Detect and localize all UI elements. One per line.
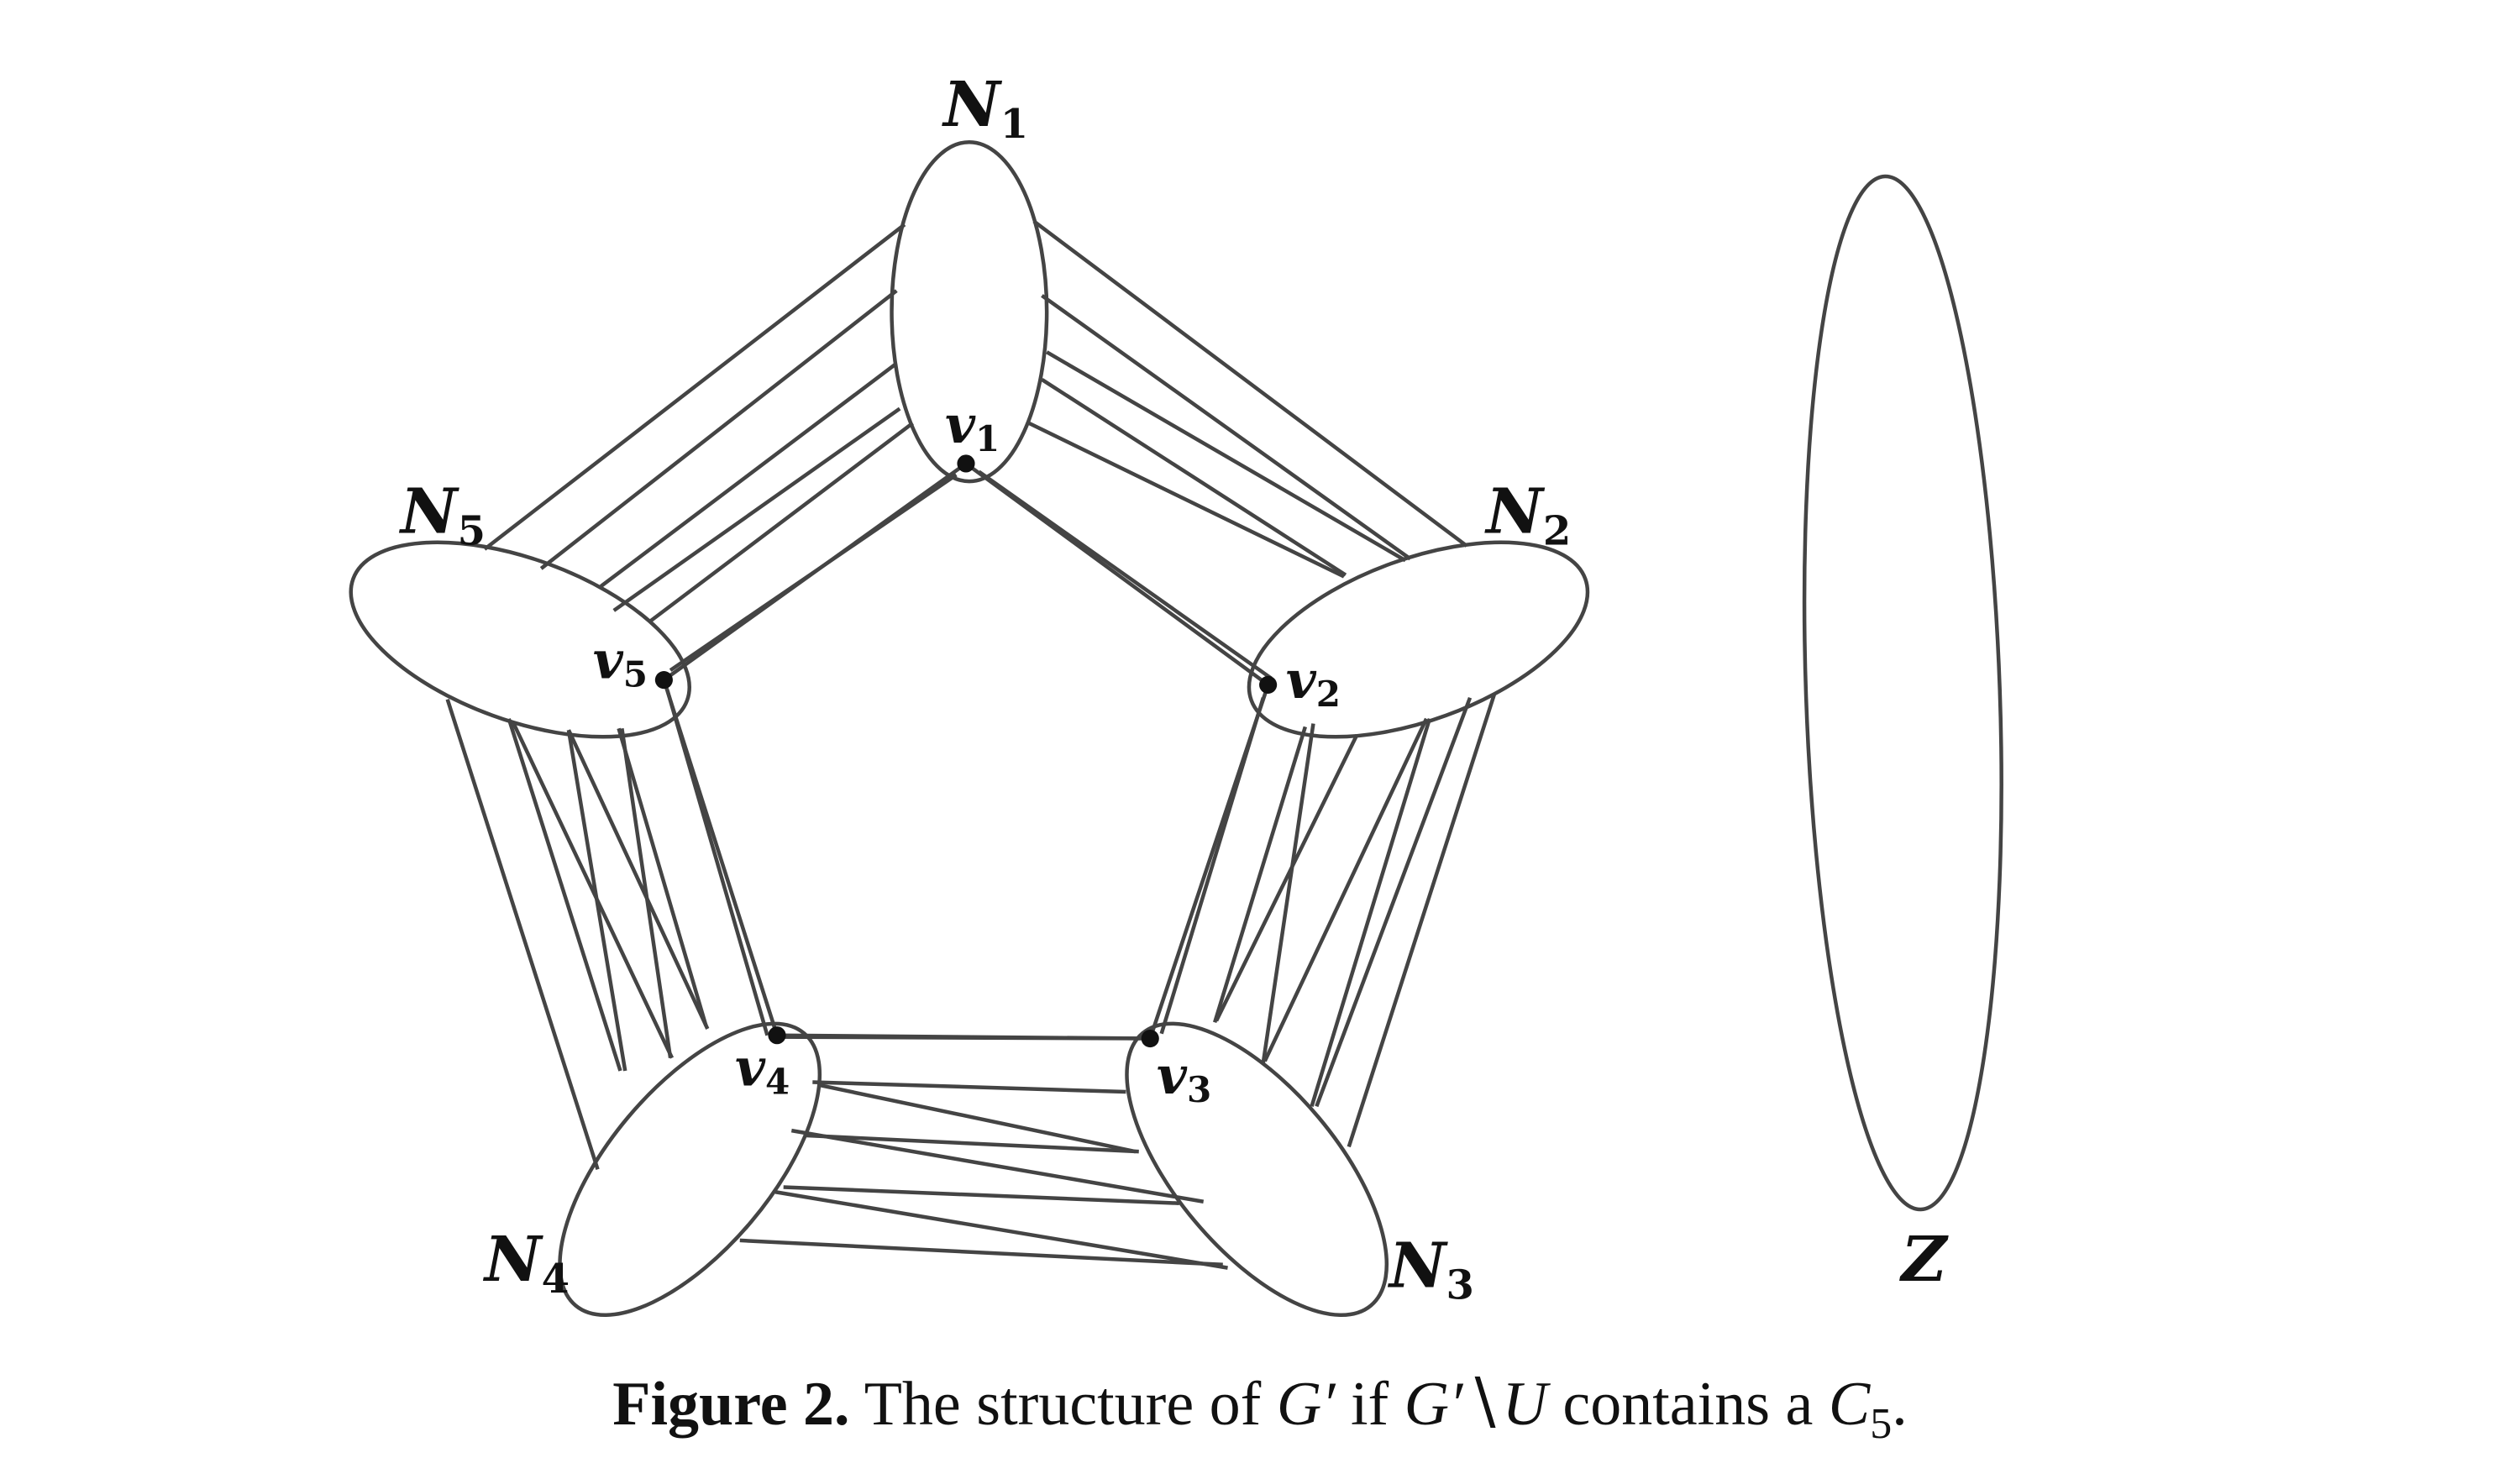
- edge-line: [774, 1190, 1228, 1270]
- cycle-edge: [662, 679, 780, 1036]
- edge-line: [812, 1080, 1126, 1094]
- edge-line: [1347, 694, 1496, 1148]
- label-v5: v5: [593, 630, 648, 695]
- label-v3: v3: [1157, 1045, 1211, 1110]
- cycle-edge: [776, 1033, 1151, 1041]
- label-z: Z: [1898, 1224, 1949, 1296]
- edge-line: [566, 729, 627, 1072]
- edge-line: [1261, 723, 1315, 1063]
- edge-line: [483, 223, 906, 551]
- caption-g-prime-2: G′: [1404, 1370, 1463, 1439]
- edge-line: [566, 729, 710, 1030]
- caption-period: .: [1892, 1370, 1908, 1439]
- edge-line: [790, 1128, 1205, 1204]
- edge-line: [1028, 421, 1345, 579]
- label-n5: N5: [399, 476, 486, 555]
- set-n2-ellipse: [1247, 540, 1590, 739]
- edge-line: [804, 1133, 1139, 1154]
- edge-line: [783, 1185, 1179, 1205]
- caption-u: U: [1502, 1370, 1547, 1439]
- edge-line: [1263, 717, 1429, 1062]
- edge-line: [539, 289, 898, 570]
- set-z-ellipse: [1802, 174, 2003, 1212]
- set-n3-ellipse: [1125, 1021, 1389, 1317]
- vertex-v5: [654, 671, 673, 690]
- edge-line: [600, 361, 898, 588]
- label-n1: N1: [942, 69, 1028, 148]
- set-n1-ellipse: [890, 139, 1049, 484]
- edge-line: [739, 1238, 1223, 1267]
- edge-line: [512, 722, 675, 1059]
- vertex-v3: [1141, 1029, 1159, 1048]
- edge-line: [648, 422, 914, 624]
- caption-if: if: [1350, 1370, 1389, 1439]
- edge-line: [617, 727, 708, 1026]
- edge-line: [1041, 378, 1347, 577]
- edge-line: [1032, 219, 1468, 548]
- edge-line: [612, 406, 901, 612]
- edge-line: [1041, 294, 1412, 561]
- caption-figure-label: Figure 2.: [612, 1370, 850, 1439]
- vertex-v1: [957, 454, 975, 473]
- label-v2: v2: [1286, 649, 1341, 715]
- edge-line: [507, 718, 622, 1072]
- set-n4-ellipse: [558, 1021, 822, 1317]
- caption-text-before: The structure of: [864, 1370, 1262, 1439]
- vertex-v4: [768, 1026, 786, 1045]
- edge-line: [1310, 718, 1432, 1107]
- figure-caption: Figure 2. The structure of G′ if G′∖U co…: [0, 1367, 2520, 1449]
- caption-contains-a: contains a: [1562, 1370, 1814, 1439]
- edge-group: [445, 219, 1496, 1270]
- caption-setminus: ∖: [1462, 1370, 1503, 1439]
- caption-c-sub: 5: [1870, 1399, 1893, 1448]
- edge-line: [445, 699, 600, 1170]
- edge-line: [1215, 734, 1359, 1022]
- vertex-v2: [1259, 675, 1278, 694]
- edge-line: [1315, 696, 1473, 1108]
- cycle-edge: [663, 462, 968, 682]
- label-v1: v1: [945, 394, 1000, 459]
- label-n3: N3: [1388, 1230, 1474, 1309]
- vertex-group: [654, 454, 1278, 1048]
- edge-line: [1213, 726, 1307, 1023]
- label-n4: N4: [483, 1224, 570, 1303]
- set-group: [349, 139, 2003, 1317]
- edge-line: [820, 1083, 1137, 1154]
- cycle-edge: [964, 462, 1269, 687]
- caption-c: C: [1828, 1370, 1871, 1439]
- caption-g-prime: G′: [1276, 1370, 1336, 1439]
- label-n2: N2: [1484, 476, 1571, 555]
- edge-line: [978, 469, 1273, 680]
- set-n5-ellipse: [349, 540, 691, 739]
- edge-line: [620, 727, 673, 1058]
- cycle-edge: [1148, 684, 1270, 1040]
- edge-line: [1046, 350, 1407, 563]
- label-v4: v4: [735, 1036, 790, 1102]
